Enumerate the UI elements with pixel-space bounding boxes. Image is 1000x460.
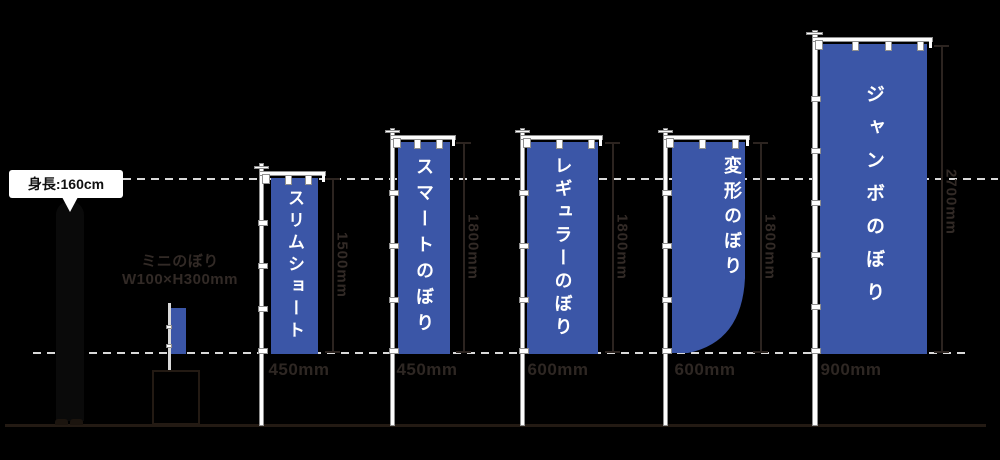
corner-clip bbox=[666, 138, 674, 148]
pole-clip bbox=[389, 348, 399, 354]
banner-width-label: 600mm bbox=[674, 360, 736, 379]
measure-cap bbox=[325, 351, 340, 353]
pole-clip bbox=[811, 252, 821, 258]
pole-clip bbox=[811, 148, 821, 154]
pole-clip bbox=[519, 348, 529, 354]
pole-clip bbox=[258, 220, 268, 226]
mini-nobori-name: ミニのぼり bbox=[141, 253, 219, 270]
pole-clip bbox=[811, 348, 821, 354]
top-bar-end bbox=[452, 136, 455, 146]
mini-nobori-flag bbox=[170, 308, 186, 354]
corner-clip bbox=[523, 138, 531, 148]
pole-cap bbox=[385, 130, 400, 133]
flag-pole bbox=[812, 30, 818, 426]
top-bar-end bbox=[746, 136, 749, 146]
height-bubble-label: 身長:160cm bbox=[27, 176, 105, 192]
measure-cap bbox=[325, 178, 340, 180]
corner-clip bbox=[393, 138, 401, 148]
top-bar bbox=[812, 37, 933, 42]
mini-nobori-clip bbox=[166, 325, 172, 329]
banner-name: レギュラーのぼり bbox=[552, 156, 573, 340]
banner-height-label: 2700mm bbox=[942, 168, 960, 236]
pole-clip bbox=[662, 243, 672, 249]
mini-nobori-size: W100×H300mm bbox=[122, 271, 238, 288]
top-bar bbox=[259, 171, 326, 176]
measure-cap bbox=[456, 351, 471, 353]
banner-height-label: 1800mm bbox=[761, 213, 779, 281]
top-bar-end bbox=[929, 38, 932, 48]
banner-flag: スマートのぼり bbox=[398, 142, 450, 354]
pole-cap bbox=[515, 130, 530, 133]
height-measure-line bbox=[332, 178, 334, 353]
pole-clip bbox=[662, 297, 672, 303]
measure-cap bbox=[605, 351, 620, 353]
banner-flag: レギュラーのぼり bbox=[527, 142, 598, 354]
height-measure-line bbox=[463, 142, 465, 353]
banner-bottom-dashline bbox=[33, 352, 965, 354]
top-bar-end bbox=[599, 136, 602, 146]
pole-clip bbox=[519, 243, 529, 249]
flag-pole bbox=[390, 128, 395, 426]
pole-clip bbox=[519, 297, 529, 303]
pole-clip bbox=[258, 263, 268, 269]
mini-nobori-clip bbox=[166, 344, 172, 348]
ground-line bbox=[5, 424, 986, 427]
pole-clip bbox=[389, 297, 399, 303]
pole-clip bbox=[258, 306, 268, 312]
corner-clip bbox=[262, 174, 270, 184]
measure-cap bbox=[753, 142, 768, 144]
pole-clip bbox=[811, 200, 821, 206]
pole-clip bbox=[258, 348, 268, 354]
mini-nobori-pole bbox=[168, 303, 171, 370]
measure-cap bbox=[934, 45, 949, 47]
banner-height-label: 1800mm bbox=[613, 213, 631, 281]
person-body bbox=[56, 201, 84, 421]
height-measure-line bbox=[760, 142, 762, 353]
banner-flag: スリムショート bbox=[271, 178, 318, 354]
height-bubble: 身長:160cm bbox=[9, 170, 123, 198]
top-bar bbox=[520, 135, 603, 140]
person-foot bbox=[55, 419, 68, 425]
pole-clip bbox=[389, 190, 399, 196]
henkei-banner-shape bbox=[672, 142, 745, 353]
pole-clip bbox=[811, 96, 821, 102]
banner-width-label: 900mm bbox=[820, 360, 882, 379]
mini-nobori-table bbox=[152, 370, 200, 425]
banner-name: 変形のぼり bbox=[722, 156, 742, 281]
pole-clip bbox=[662, 190, 672, 196]
banner-height-label: 1500mm bbox=[333, 231, 351, 299]
top-bar bbox=[390, 135, 456, 140]
top-bar bbox=[663, 135, 750, 140]
measure-cap bbox=[753, 351, 768, 353]
person-foot bbox=[70, 419, 83, 425]
banner-flag: ジャンボのぼり bbox=[820, 44, 927, 354]
banner-width-label: 600mm bbox=[527, 360, 589, 379]
measure-cap bbox=[456, 142, 471, 144]
pole-cap bbox=[658, 130, 673, 133]
height-measure-line bbox=[612, 142, 614, 353]
pole-clip bbox=[519, 190, 529, 196]
banner-flag-shaped: 変形のぼり bbox=[672, 142, 745, 354]
banner-width-label: 450mm bbox=[268, 360, 330, 379]
height-measure-line bbox=[941, 45, 943, 353]
flag-pole bbox=[259, 163, 264, 426]
pole-clip bbox=[811, 304, 821, 310]
measure-cap bbox=[934, 351, 949, 353]
pole-cap bbox=[254, 166, 269, 169]
corner-clip bbox=[815, 40, 823, 50]
pole-cap bbox=[806, 32, 823, 35]
flag-pole bbox=[663, 128, 668, 426]
pole-clip bbox=[662, 348, 672, 354]
banner-name: スリムショート bbox=[285, 189, 304, 343]
pole-clip bbox=[389, 243, 399, 249]
banner-height-label: 1800mm bbox=[464, 213, 482, 281]
measure-cap bbox=[605, 142, 620, 144]
banner-name: スマートのぼり bbox=[414, 157, 434, 339]
banner-width-label: 450mm bbox=[396, 360, 458, 379]
height-bubble-tail bbox=[62, 197, 78, 212]
flag-pole bbox=[520, 128, 525, 426]
banner-name: ジャンボのぼり bbox=[863, 83, 884, 315]
top-bar-end bbox=[322, 172, 325, 182]
